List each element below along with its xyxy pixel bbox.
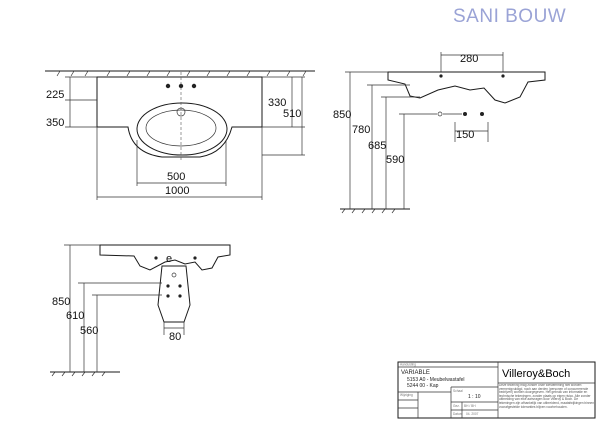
title-block: Aanduiding VARIABLE 5153 A0 - Meubelwast…	[397, 361, 596, 419]
sani-bouw-logo: SANI BOUW	[453, 6, 566, 27]
dim-330: 330	[268, 97, 286, 109]
dim-front-610: 610	[66, 310, 84, 322]
front-marker: e	[166, 253, 172, 265]
drawing-title: VARIABLE	[401, 370, 430, 376]
part-line-2: 5244 00 - Kap	[407, 383, 439, 389]
date-value: 04. 2007	[466, 412, 479, 416]
revision-label: Wijziging	[400, 393, 413, 397]
dim-side-850: 850	[333, 109, 351, 121]
part-line-1: 5153 A0 - Meubelwastafel	[407, 377, 465, 383]
wall-hatch	[56, 70, 307, 77]
dim-side-780: 780	[352, 124, 370, 136]
dim-front-560: 560	[80, 325, 98, 337]
dim-80: 80	[169, 331, 181, 343]
initials: BH / BH	[464, 404, 476, 408]
top-view: 225 350 330 510 500 1000	[45, 70, 315, 200]
dim-1000: 1000	[165, 185, 189, 197]
dim-280: 280	[460, 53, 478, 65]
dim-510: 510	[283, 108, 301, 120]
dim-225: 225	[46, 89, 64, 101]
dim-side-590: 590	[386, 154, 404, 166]
front-view: e 850 610 560 80	[50, 244, 231, 377]
dim-150: 150	[456, 129, 474, 141]
dim-500: 500	[167, 171, 185, 183]
gez-label: Gez.	[453, 404, 460, 408]
dim-side-685: 685	[368, 140, 386, 152]
side-view: 280 850 780 685 590 150	[333, 52, 546, 214]
dim-front-850: 850	[52, 296, 70, 308]
datum-label: Datum	[453, 412, 463, 416]
brand-name: Villeroy&Boch	[502, 368, 570, 380]
dim-350: 350	[46, 117, 64, 129]
scale-label: Schaal	[453, 389, 463, 393]
disclaimer-text: Deze tekening mag zonder onze toestemmin…	[499, 384, 594, 409]
title-block-label: Aanduiding	[400, 363, 416, 367]
scale-value: 1 : 10	[468, 394, 481, 400]
